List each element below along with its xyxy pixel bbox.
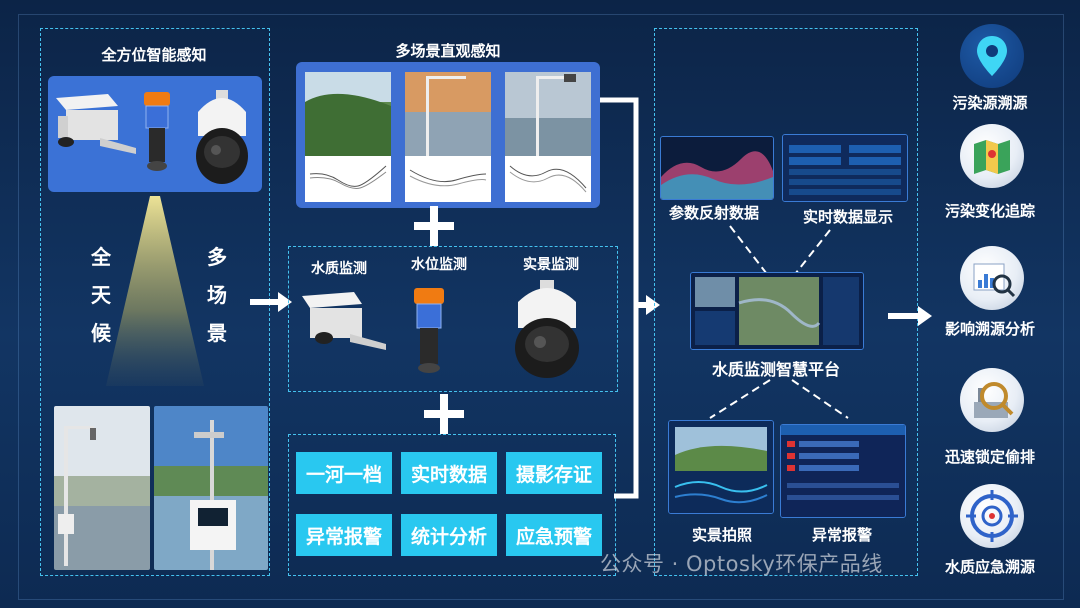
connector-to-platform [600, 97, 660, 499]
label-parameter-data: 参数反射数据 [668, 204, 759, 222]
sensor-card [48, 76, 262, 192]
screen-realtime-display [782, 134, 908, 202]
side-label-impact-analysis: 影响溯源分析 [944, 320, 1035, 338]
location-pin-icon [960, 24, 1024, 88]
side-label-locate-discharge: 迅速锁定偷排 [944, 448, 1035, 466]
dashed-links-bottom [709, 379, 849, 419]
side-label-pollution-tracking: 污染变化追踪 [944, 202, 1035, 220]
screen-parameter-data [660, 136, 774, 200]
feature-realtime-data[interactable]: 实时数据 [401, 452, 497, 494]
monitor-label-water-quality: 水质监测 [311, 261, 367, 277]
scene-photos-with-curves [305, 72, 591, 202]
side-label-pollution-source: 污染源溯源 [952, 94, 1028, 112]
monitor-label-water-level: 水位监测 [411, 257, 467, 273]
scene-title: 多场景直观感知 [395, 42, 501, 60]
platform-center-label: 水质监测智慧平台 [711, 360, 840, 379]
feature-statistics[interactable]: 统计分析 [401, 514, 497, 556]
field-photo-station [154, 406, 268, 570]
screen-abnormal-alarm [780, 424, 906, 518]
vertical-label-left: 全天候 [91, 245, 111, 345]
monitor-label-live-view: 实景监测 [523, 257, 579, 273]
vertical-label-right: 多场景 [207, 245, 227, 345]
light-beam [106, 196, 204, 386]
arrow-platform-to-side [888, 306, 932, 326]
factory-magnifier-icon [960, 368, 1024, 432]
sensor-devices-illustration [56, 90, 248, 184]
screen-live-photo [668, 420, 774, 514]
feature-abnormal-alarm[interactable]: 异常报警 [296, 514, 392, 556]
map-icon [960, 124, 1024, 188]
feature-photo-evidence[interactable]: 摄影存证 [506, 452, 602, 494]
field-photo-pole [54, 406, 150, 570]
left-title: 全方位智能感知 [101, 46, 207, 64]
plus-sign-bottom [424, 394, 464, 434]
feature-emergency-warning[interactable]: 应急预警 [506, 514, 602, 556]
plus-sign-top [414, 206, 454, 246]
dashed-links-top [729, 225, 831, 279]
label-live-photo: 实景拍照 [691, 526, 752, 544]
side-label-emergency-tracing: 水质应急溯源 [944, 558, 1035, 576]
watermark: 公众号 · Optosky环保产品线 [600, 552, 883, 576]
screen-platform-map [690, 272, 864, 350]
label-abnormal-alarm: 异常报警 [811, 526, 872, 544]
scene-card [296, 62, 600, 208]
arrow-left-to-center [250, 292, 292, 312]
outer-frame [18, 14, 1064, 600]
feature-one-river-one-file[interactable]: 一河一档 [296, 452, 392, 494]
label-realtime-display: 实时数据显示 [802, 208, 893, 226]
feature-panel [288, 434, 616, 576]
report-magnifier-icon [960, 246, 1024, 310]
platform-panel [654, 28, 918, 576]
monitor-panel [288, 246, 618, 392]
monitor-devices-illustration [302, 280, 579, 378]
target-icon [960, 484, 1024, 548]
